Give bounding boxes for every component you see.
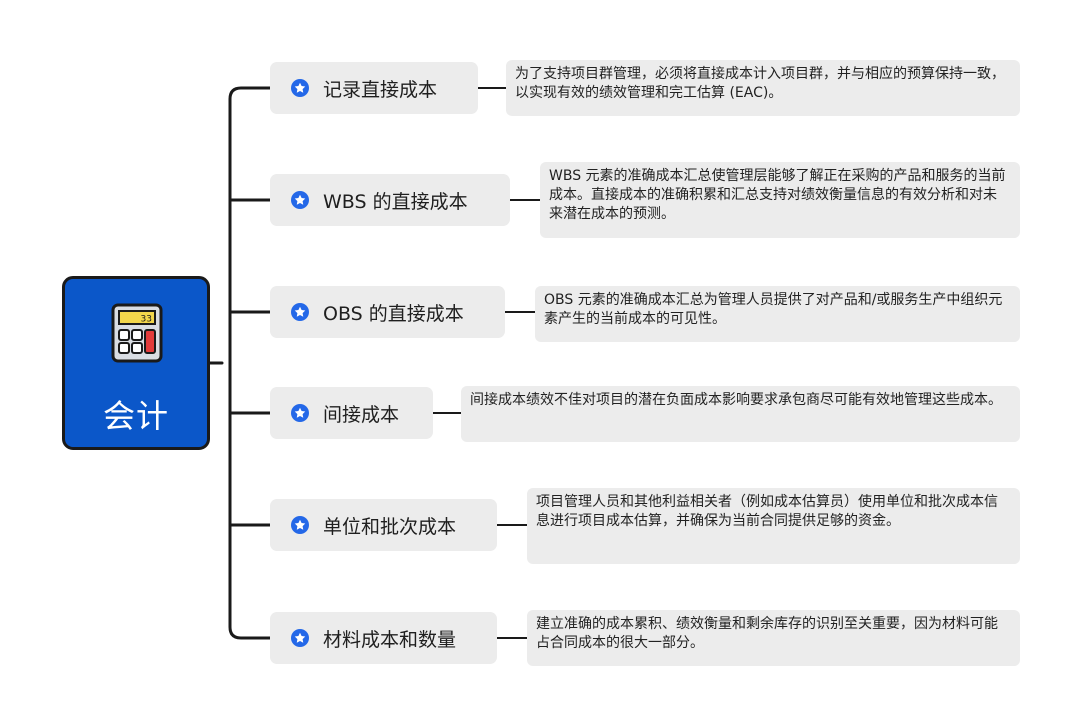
branch-obs-direct-cost[interactable]: OBS 的直接成本 [270,286,505,338]
note-unit-batch-cost: 项目管理人员和其他利益相关者（例如成本估算员）使用单位和批次成本信息进行项目成本… [527,488,1020,564]
branch-material-cost-quantity[interactable]: 材料成本和数量 [270,612,497,664]
star-icon [291,629,309,647]
branch-direct-cost-recording[interactable]: 记录直接成本 [270,62,478,114]
branch-label: 单位和批次成本 [323,515,457,538]
note-material-cost-quantity: 建立准确的成本累积、绩效衡量和剩余库存的识别至关重要，因为材料可能占合同成本的很… [527,610,1020,666]
branch-label: OBS 的直接成本 [323,302,464,325]
note-wbs-direct-cost: WBS 元素的准确成本汇总使管理层能够了解正在采购的产品和服务的当前成本。直接成… [540,162,1020,238]
branch-label: 间接成本 [323,403,400,426]
root-node[interactable]: 33 会计 [62,276,210,450]
star-icon [291,191,309,209]
branch-unit-batch-cost[interactable]: 单位和批次成本 [270,499,497,551]
note-direct-cost-recording: 为了支持项目群管理，必须将直接成本计入项目群，并与相应的预算保持一致，以实现有效… [506,60,1020,116]
note-obs-direct-cost: OBS 元素的准确成本汇总为管理人员提供了对产品和/或服务生产中组织元素产生的当… [535,286,1020,342]
star-icon [291,79,309,97]
star-icon [291,303,309,321]
root-title: 会计 [102,397,169,435]
branch-label: 记录直接成本 [323,78,438,101]
branch-label: 材料成本和数量 [323,628,457,651]
note-indirect-cost: 间接成本绩效不佳对项目的潜在负面成本影响要求承包商尽可能有效地管理这些成本。 [461,386,1020,442]
branch-label: WBS 的直接成本 [323,190,468,213]
calculator-display: 33 [141,315,152,325]
branch-wbs-direct-cost[interactable]: WBS 的直接成本 [270,174,510,226]
star-icon [291,404,309,422]
calculator-icon: 33 [111,303,163,363]
star-icon [291,516,309,534]
branch-indirect-cost[interactable]: 间接成本 [270,387,433,439]
